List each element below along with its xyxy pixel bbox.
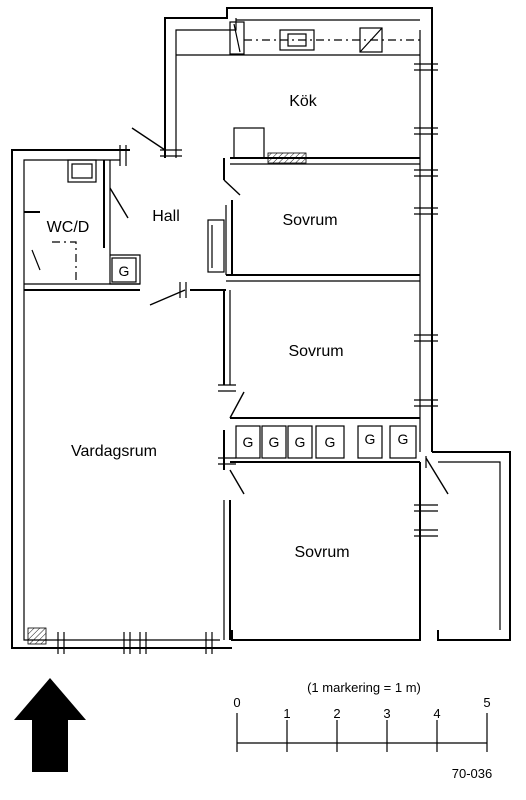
window-marks [27, 63, 438, 654]
room-labels: Kök Hall WC/D Sovrum Sovrum Sovrum Varda… [47, 93, 350, 561]
scale-bar: (1 markering = 1 m) 0 1 2 3 4 5 [233, 680, 491, 752]
scale-tick-label: 2 [333, 706, 340, 721]
storage-cabinets: G G G G G G G [111, 257, 417, 459]
scale-tick-label: 0 [233, 695, 240, 710]
drawing-number: 70-036 [452, 766, 492, 781]
scale-tick-label: 5 [483, 695, 490, 710]
scale-caption: (1 markering = 1 m) [307, 680, 421, 695]
room-label-bedroom-2: Sovrum [288, 343, 343, 360]
storage-label: G [243, 434, 254, 450]
storage-label: G [398, 431, 409, 447]
room-label-kitchen: Kök [289, 93, 318, 110]
storage-label: G [325, 434, 336, 450]
room-label-living: Vardagsrum [71, 443, 157, 460]
north-arrow-icon [14, 678, 86, 772]
room-label-wc: WC/D [47, 219, 90, 236]
room-label-hall: Hall [152, 208, 180, 225]
scale-tick-label: 3 [383, 706, 390, 721]
doors [109, 127, 449, 495]
storage-label: G [269, 434, 280, 450]
outer-walls [11, 7, 511, 649]
kitchen-window [176, 21, 420, 56]
storage-label: G [295, 434, 306, 450]
scale-tick-label: 4 [433, 706, 440, 721]
scale-tick-label: 1 [283, 706, 290, 721]
interior-walls [24, 127, 420, 640]
hall-cabinet-label: G [119, 263, 130, 279]
room-label-bedroom-3: Sovrum [294, 544, 349, 561]
room-label-bedroom-1: Sovrum [282, 212, 337, 229]
storage-label: G [365, 431, 376, 447]
